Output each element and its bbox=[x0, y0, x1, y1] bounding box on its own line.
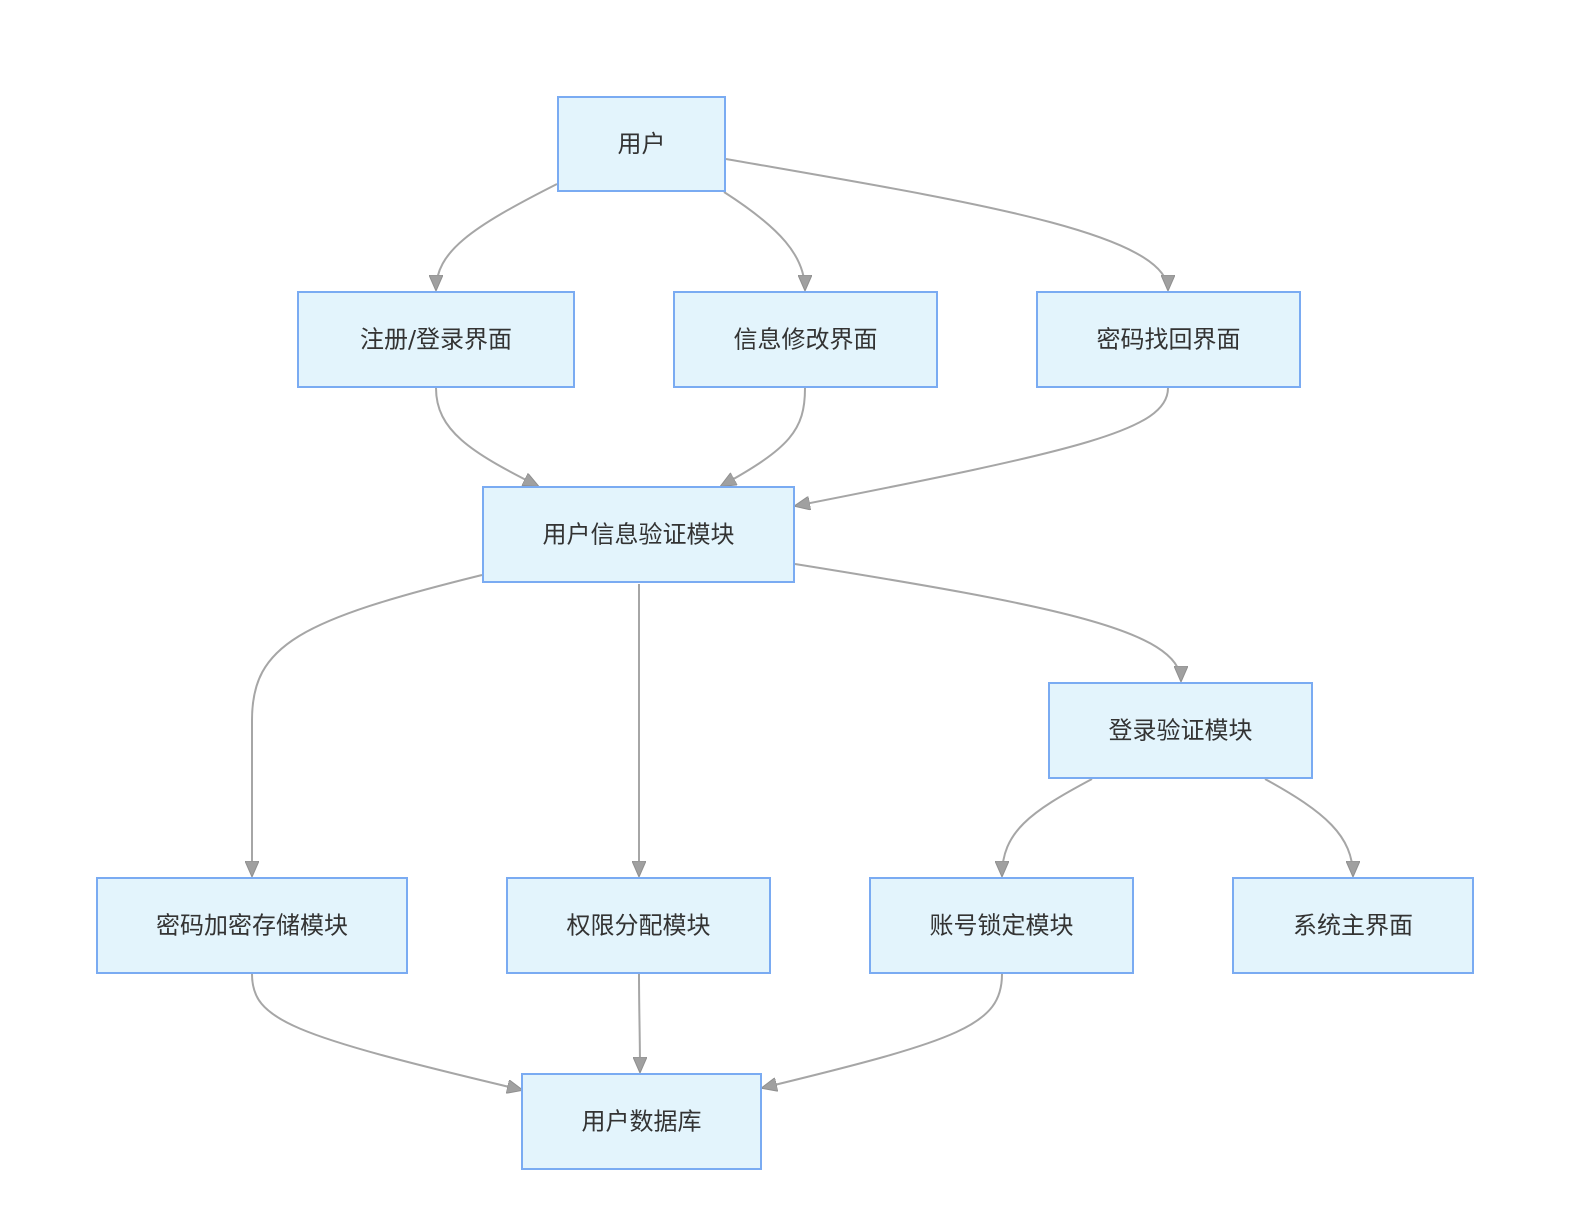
nodes-layer: 用户 注册/登录界面 信息修改界面 密码找回界面 用户信息验证模块 登录验证模块… bbox=[96, 96, 1474, 1170]
node-account-lock-module-label: 账号锁定模块 bbox=[930, 912, 1074, 940]
node-user-info-verify-module[interactable]: 用户信息验证模块 bbox=[482, 486, 795, 583]
node-user-database[interactable]: 用户数据库 bbox=[521, 1073, 762, 1170]
node-login-verify-module-label: 登录验证模块 bbox=[1109, 717, 1253, 745]
edge-login-verify-to-system-main bbox=[1264, 778, 1353, 876]
node-user[interactable]: 用户 bbox=[557, 96, 726, 192]
node-system-main-ui[interactable]: 系统主界面 bbox=[1232, 877, 1474, 974]
edge-user-to-password-recovery bbox=[725, 158, 1168, 290]
edge-password-recovery-to-verify bbox=[795, 387, 1169, 506]
node-permission-module-label: 权限分配模块 bbox=[567, 912, 711, 940]
edge-account-lock-to-database bbox=[762, 973, 1003, 1088]
edge-register-login-to-verify bbox=[435, 387, 538, 486]
edge-info-edit-to-verify bbox=[721, 387, 806, 486]
node-account-lock-module[interactable]: 账号锁定模块 bbox=[869, 877, 1134, 974]
node-system-main-ui-label: 系统主界面 bbox=[1293, 912, 1413, 940]
edge-login-verify-to-account-lock bbox=[1002, 778, 1093, 876]
node-info-edit-ui-label: 信息修改界面 bbox=[734, 326, 878, 354]
edge-verify-to-password-encrypt bbox=[252, 574, 483, 876]
node-register-login-ui-label: 注册/登录界面 bbox=[360, 326, 512, 354]
edge-verify-to-login-verify bbox=[794, 563, 1181, 681]
node-register-login-ui[interactable]: 注册/登录界面 bbox=[297, 291, 575, 388]
node-password-encrypt-module[interactable]: 密码加密存储模块 bbox=[96, 877, 408, 974]
node-info-edit-ui[interactable]: 信息修改界面 bbox=[673, 291, 938, 388]
edge-permission-to-database bbox=[639, 973, 640, 1072]
node-login-verify-module[interactable]: 登录验证模块 bbox=[1048, 682, 1313, 779]
node-permission-module[interactable]: 权限分配模块 bbox=[506, 877, 771, 974]
edge-password-encrypt-to-database bbox=[251, 973, 522, 1090]
edges-layer bbox=[251, 158, 1353, 1090]
node-password-recovery-ui[interactable]: 密码找回界面 bbox=[1036, 291, 1301, 388]
node-password-encrypt-module-label: 密码加密存储模块 bbox=[156, 912, 348, 940]
node-user-label: 用户 bbox=[618, 130, 666, 158]
edge-user-to-register-login bbox=[436, 183, 558, 290]
edge-user-to-info-edit bbox=[723, 191, 805, 290]
node-user-info-verify-module-label: 用户信息验证模块 bbox=[543, 521, 735, 549]
node-password-recovery-ui-label: 密码找回界面 bbox=[1097, 326, 1241, 354]
node-user-database-label: 用户数据库 bbox=[582, 1108, 702, 1136]
